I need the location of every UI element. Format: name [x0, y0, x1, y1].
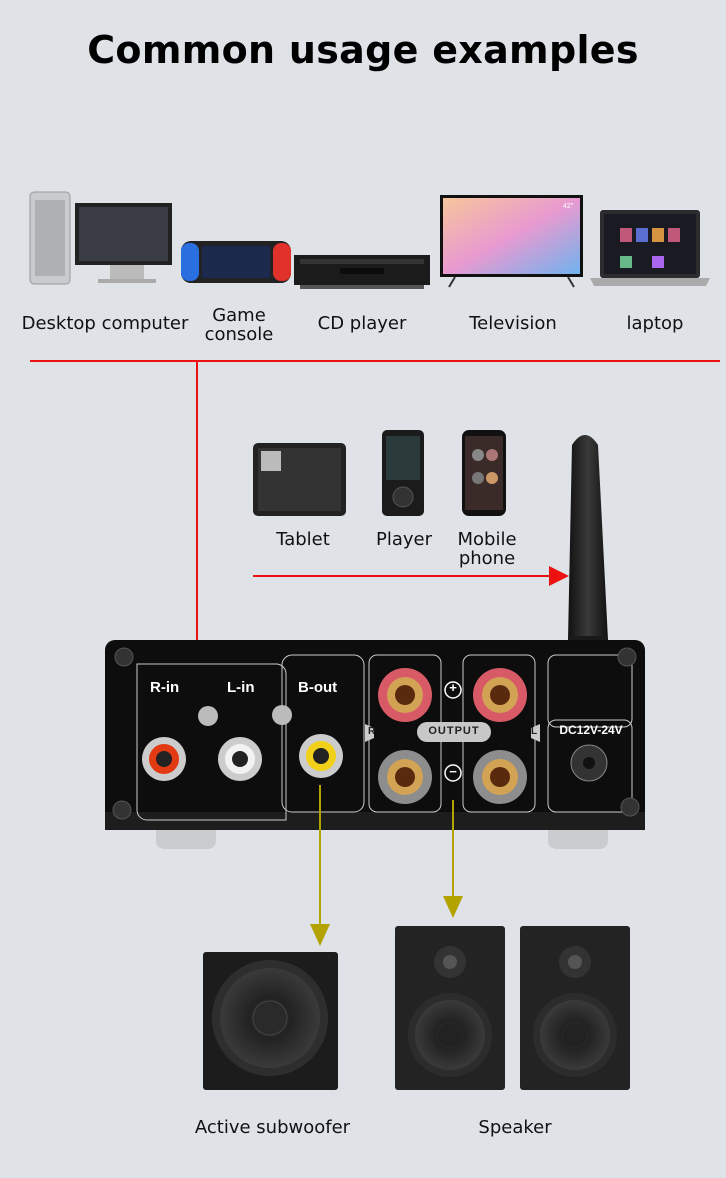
- source-label-cd-player: CD player: [317, 313, 407, 334]
- b-out-label: B-out: [298, 679, 338, 696]
- output-label-subwoofer: Active subwoofer: [194, 1117, 351, 1138]
- source-label-laptop: laptop: [626, 313, 684, 334]
- source-label-game-console: Game console: [204, 305, 274, 345]
- l-in-label: L-in: [227, 679, 255, 696]
- power-label: DC12V-24V: [559, 723, 623, 737]
- page-title: Common usage examples: [87, 28, 639, 72]
- bt-label-mobile-phone: Mobile phone: [457, 529, 517, 569]
- bt-label-player: Player: [375, 529, 432, 550]
- source-label-desktop: Desktop computer: [21, 313, 189, 334]
- game-console-image: [181, 241, 291, 283]
- output-label-speaker: Speaker: [478, 1117, 552, 1138]
- minus-label: −: [449, 764, 457, 779]
- r-in-label: R-in: [150, 679, 180, 696]
- bluetooth-arrowhead-icon: [549, 566, 569, 586]
- output-l-label: L: [531, 726, 538, 737]
- player-image: [382, 430, 424, 516]
- tablet-image: [253, 443, 346, 516]
- plus-label: +: [449, 680, 457, 695]
- cd-player-image: [294, 255, 430, 289]
- output-r-label: R: [368, 726, 376, 737]
- laptop-image: [590, 210, 710, 286]
- desktop-computer-image: [29, 191, 172, 285]
- mobile-phone-image: [462, 430, 506, 516]
- tv-size-badge: 42": [563, 203, 574, 210]
- output-label: OUTPUT: [428, 725, 480, 737]
- source-label-television: Television: [469, 313, 557, 334]
- bt-label-tablet: Tablet: [276, 529, 330, 550]
- television-image: 42": [440, 195, 583, 288]
- amplifier-image: [105, 640, 645, 849]
